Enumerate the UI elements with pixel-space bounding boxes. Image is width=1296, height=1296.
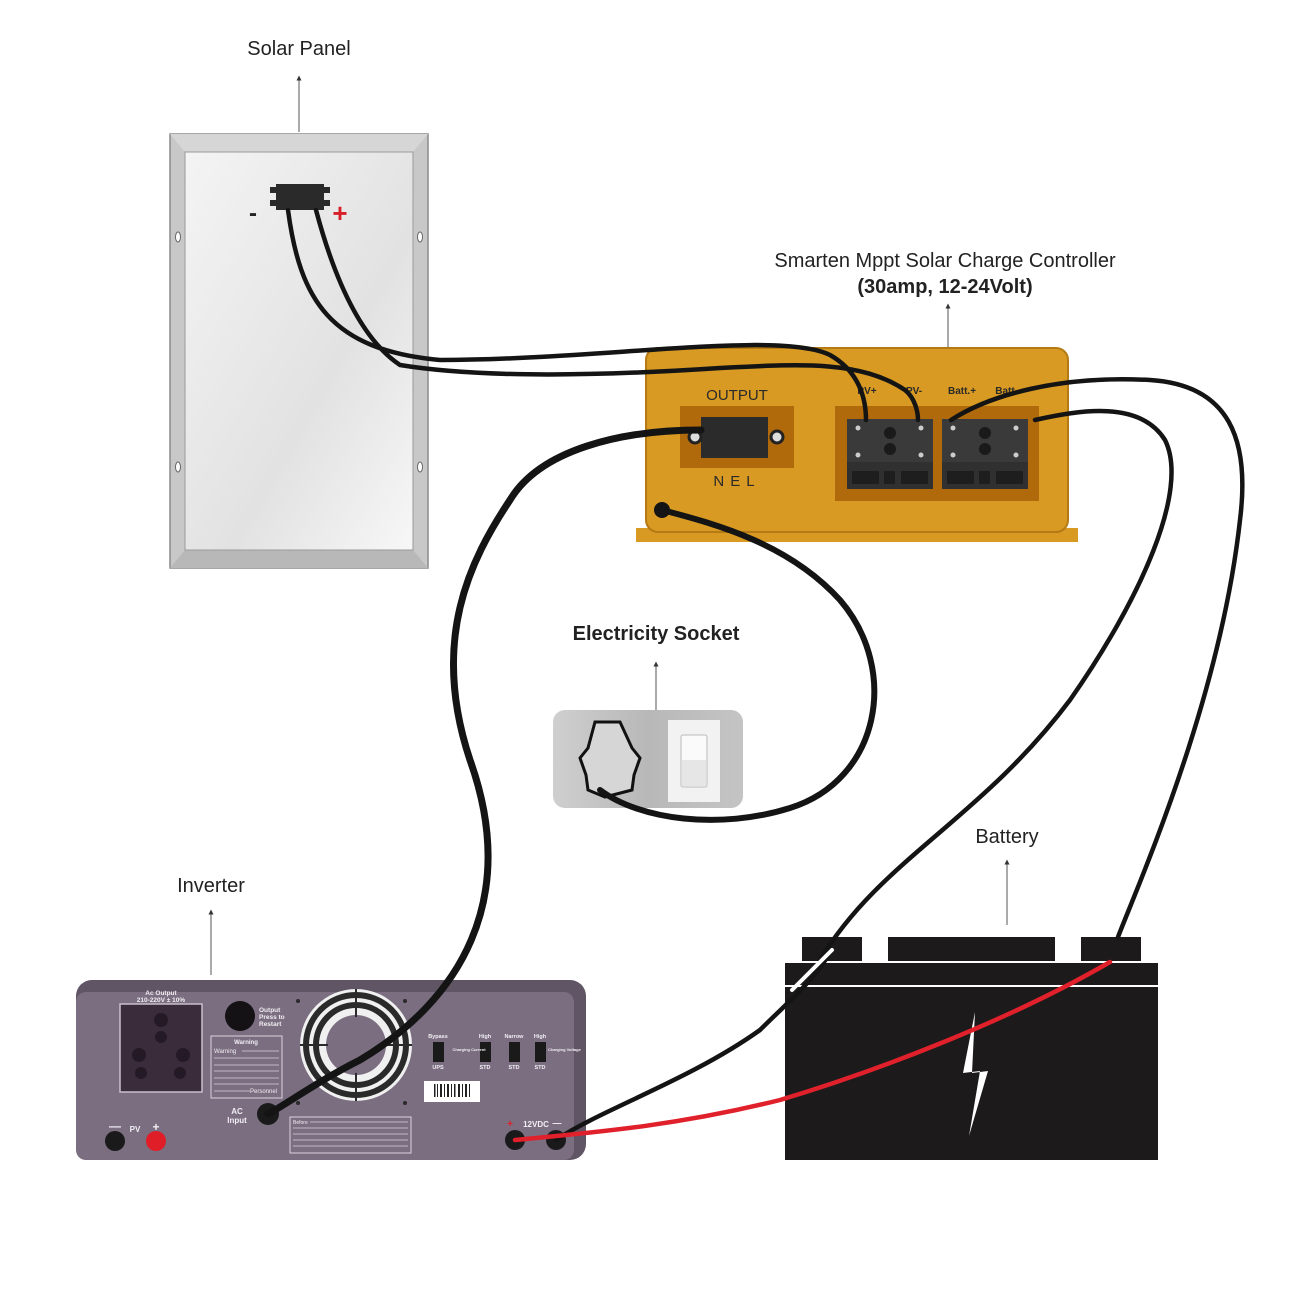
terminal-label-batt-neg: Batt.-	[995, 386, 1021, 397]
switch-4-bottom: STD	[535, 1065, 546, 1071]
terminal-label-pv-pos: PV+	[857, 386, 876, 397]
switch-bypass-ups[interactable]	[433, 1042, 444, 1062]
cable-batt-pos-to-battery-positive[interactable]	[948, 377, 1245, 940]
pv-terminal-block[interactable]	[847, 419, 933, 489]
pv-negative-symbol: —	[109, 1119, 121, 1133]
battery-terminal-positive[interactable]	[1081, 937, 1141, 961]
warning-last-line: Personnel	[250, 1089, 277, 1095]
inverter	[76, 980, 586, 1160]
battery-terminal-block[interactable]	[942, 419, 1028, 489]
controller-ground-terminal[interactable]	[654, 502, 670, 518]
pv-negative-terminal[interactable]	[105, 1131, 125, 1151]
panel-negative-symbol: -	[249, 200, 257, 227]
terminal-label-pv-neg: PV-	[906, 386, 922, 397]
cooling-fan	[300, 989, 412, 1101]
dc-positive-symbol: +	[507, 1119, 513, 1130]
output-port[interactable]	[701, 417, 768, 458]
terminal-label-batt-pos: Batt.+	[948, 386, 976, 397]
output-label: OUTPUT	[706, 387, 768, 404]
cable-negative-highlight	[790, 948, 834, 992]
controller-subtitle: (30amp, 12-24Volt)	[857, 276, 1033, 298]
cable-controller-to-socket[interactable]	[597, 507, 878, 823]
warning-box	[210, 1035, 283, 1099]
switch-3-top: Narrow	[505, 1034, 525, 1040]
plug[interactable]	[578, 720, 642, 799]
switch-narrow-std[interactable]	[509, 1042, 520, 1062]
warning-first-line: Warning	[214, 1049, 236, 1055]
switch-4-top: High	[534, 1034, 547, 1040]
warning-title: Warning	[234, 1040, 258, 1046]
ac-input-label-1: AC	[231, 1107, 243, 1116]
switch-1-bottom: UPS	[432, 1065, 444, 1071]
output-pin-label: NEL	[713, 473, 760, 490]
switch-3-bottom: STD	[509, 1065, 520, 1071]
switch-charging-current[interactable]	[480, 1042, 491, 1062]
barcode	[424, 1081, 480, 1102]
switch-2-bottom: STD	[480, 1065, 491, 1071]
pv-label: PV	[130, 1125, 141, 1134]
cable-panel-positive-to-pv-neg[interactable]	[313, 207, 921, 423]
controller-title: Smarten Mppt Solar Charge Controller	[774, 250, 1116, 272]
solar-panel-label: Solar Panel	[247, 38, 351, 60]
charge-controller	[636, 347, 1078, 542]
dc-negative-symbol: —	[553, 1118, 562, 1128]
ac-input-label-2: Input	[227, 1116, 247, 1125]
switch-1-top: Bypass	[428, 1034, 448, 1040]
cable-controller-output-to-inverter-ac-input[interactable]	[264, 426, 705, 1118]
battery-label: Battery	[975, 826, 1039, 848]
pv-positive-symbol: +	[152, 1120, 159, 1134]
cable-battery-negative-to-inverter[interactable]	[553, 947, 835, 1143]
switch-charging-voltage[interactable]	[535, 1042, 546, 1062]
pv-positive-terminal[interactable]	[146, 1131, 166, 1151]
switch-4-side: Charging Voltage	[548, 1047, 582, 1052]
ac-output-title: Ac Output	[145, 990, 177, 997]
info-label-box	[289, 1116, 412, 1154]
restart-button[interactable]	[225, 1001, 255, 1031]
restart-label-1: Output	[259, 1007, 281, 1014]
cable-battery-positive-to-inverter[interactable]	[512, 959, 1113, 1143]
socket-label: Electricity Socket	[572, 623, 740, 645]
battery	[785, 937, 1158, 1160]
junction-box	[270, 184, 330, 210]
lightning-icon	[963, 1012, 988, 1136]
switch-2-side: Charging Current	[452, 1047, 486, 1052]
switch-2-top: High	[479, 1034, 492, 1040]
inverter-label: Inverter	[177, 875, 245, 897]
dc-label: 12VDC	[523, 1120, 549, 1129]
panel-positive-symbol: +	[332, 198, 347, 228]
before-label: Before	[293, 1120, 308, 1126]
ac-output-spec: 210-220V ± 10%	[137, 997, 186, 1004]
restart-label-2: Press to	[259, 1014, 285, 1021]
cable-batt-neg-to-battery-negative[interactable]	[817, 408, 1174, 963]
electricity-socket	[553, 710, 743, 808]
restart-label-3: Restart	[259, 1021, 282, 1028]
